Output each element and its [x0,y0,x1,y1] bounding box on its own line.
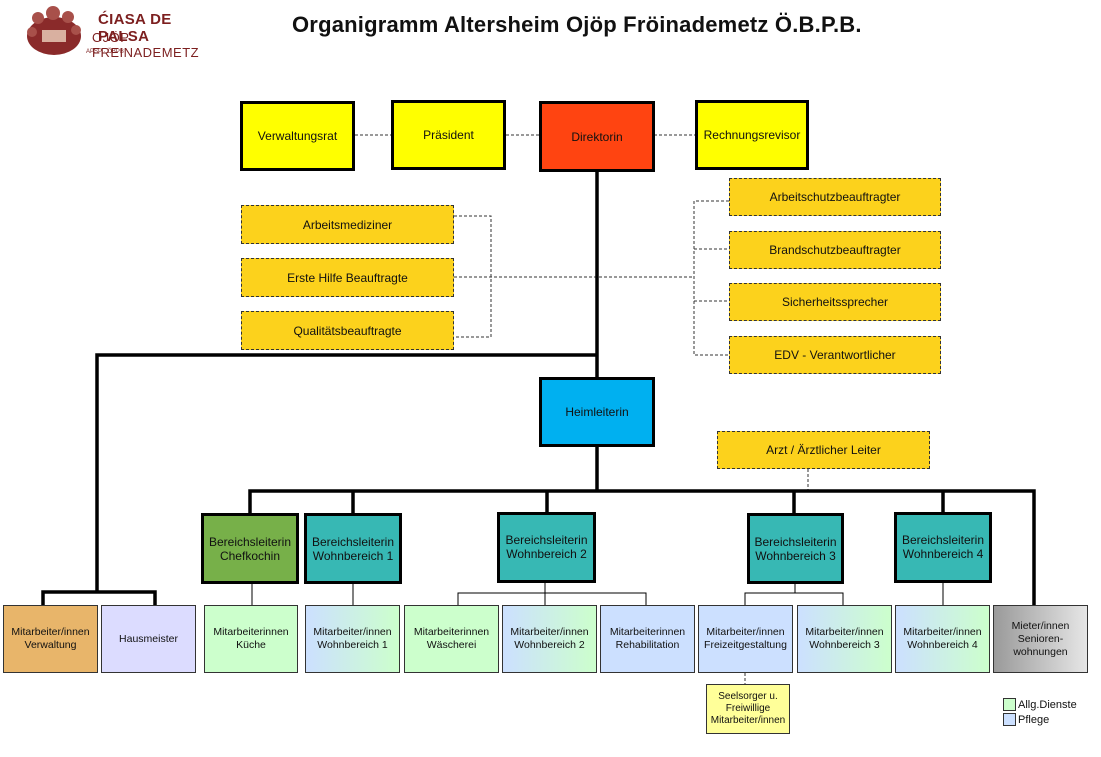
node-label: Freiwillige [725,703,771,714]
node-label: Direktorin [571,129,623,144]
node-label: Mitarbeiterinnen [413,626,490,638]
node-label: Wohnbereich 2 [514,639,585,651]
node-label: Wohnbereich 1 [312,549,394,563]
node-label: EDV - Verantwortlicher [774,348,896,362]
node-label: Bereichsleiterin [901,533,985,547]
page-title: Organigramm Altersheim Ojöp Fröinademetz… [292,12,862,37]
node-label: wohnungen [1013,645,1068,658]
node-label: Qualitätsbeauftragte [293,323,402,338]
node-label: Bereichsleiterin [311,535,395,549]
node-label: Senioren- [1017,632,1064,645]
node-sicherheitssprecher[interactable]: Sicherheitssprecher [729,283,941,321]
logo-figures-icon [27,6,81,55]
legend-swatch-blue [1003,713,1016,726]
legend-item-allg-dienste: Allg.Dienste [1003,697,1077,712]
node-label: Seelsorger u. [718,691,778,702]
node-label: Mitarbeiter/innen [805,626,884,638]
node-arzt[interactable]: Arzt / Ärztlicher Leiter [717,431,930,469]
node-label: Präsident [423,128,474,142]
logo-title: ĆIASA DE PALSA [98,11,172,45]
node-label: Mitarbeiter/innen [313,626,392,638]
node-label: Wohnbereich 2 [506,547,587,561]
node-label: Hausmeister [119,632,178,645]
node-label: Wäscherei [426,639,477,651]
node-label: Mieter/innen [1011,619,1070,632]
legend: Allg.Dienste Pflege [1003,697,1077,727]
node-label: Wohnbereich 3 [755,548,836,563]
logo-tagline: APSP · ÖBPB [86,49,124,55]
node-arbeitsmediziner[interactable]: Arbeitsmediziner [241,205,454,244]
node-label: Verwaltungsrat [257,129,338,143]
node-label: Rehabilitation [615,639,680,651]
node-label: Mitarbeiter/innen [710,715,786,726]
node-label: Arzt / Ärztlicher Leiter [766,443,881,457]
node-qualitaet[interactable]: Qualitätsbeauftragte [241,311,454,350]
legend-item-pflege: Pflege [1003,712,1077,727]
node-label: Brandschutzbeauftragter [769,243,901,257]
node-hausmeister[interactable]: Hausmeister [101,605,196,673]
node-label: Mitarbeiter/innen [510,626,589,638]
node-label: Heimleiterin [565,405,629,419]
node-label: Mitarbeiter/innen [903,626,982,638]
logo: ĆIASA DE PALSA OJÖP FREINADEMETZ APSP · … [20,2,220,60]
node-label: Arbeitschutzbeauftragter [769,190,901,204]
node-label: Küche [236,639,266,651]
node-arbeitschutz[interactable]: Arbeitschutzbeauftragter [729,178,941,216]
legend-label: Allg.Dienste [1018,698,1077,711]
legend-label: Pflege [1018,713,1050,726]
node-label: Wohnbereich 4 [907,639,978,651]
node-label: Wohnbereich 4 [902,547,984,561]
node-label: Mitarbeiter/innen [11,626,90,638]
node-label: Bereichsleiterin [208,534,292,549]
node-rechnungsrevisor[interactable]: Rechnungsrevisor [695,100,809,170]
node-brandschutz[interactable]: Brandschutzbeauftragter [729,231,941,269]
node-label: Arbeitsmediziner [302,217,393,232]
node-label: Wohnbereich 1 [317,639,388,651]
node-label: Verwaltung [24,639,77,651]
node-label: Erste Hilfe Beauftragte [287,270,408,285]
node-direktorin[interactable]: Direktorin [539,101,655,172]
node-label: Mitarbeiterinnen [609,626,686,638]
node-erste-hilfe[interactable]: Erste Hilfe Beauftragte [241,258,454,297]
node-heimleiterin[interactable]: Heimleiterin [539,377,655,447]
node-label: Bereichsleiterin [754,534,837,549]
node-label: Sicherheitssprecher [781,295,889,309]
node-verwaltungsrat[interactable]: Verwaltungsrat [240,101,355,171]
node-label: Bereichsleiterin [505,533,588,547]
node-label: Wohnbereich 3 [809,639,880,651]
node-label: Mitarbeiter/innen [706,626,785,638]
node-label: Freizeitgestaltung [704,639,787,651]
logo-subtitle: OJÖP FREINADEMETZ [92,30,200,60]
node-label: Chefkochin [219,548,281,563]
node-praesident[interactable]: Präsident [391,100,506,170]
node-edv[interactable]: EDV - Verantwortlicher [729,336,941,374]
node-label: Rechnungsrevisor [703,128,801,142]
legend-swatch-green [1003,698,1016,711]
node-label: Mitarbeiterinnen [213,626,289,638]
